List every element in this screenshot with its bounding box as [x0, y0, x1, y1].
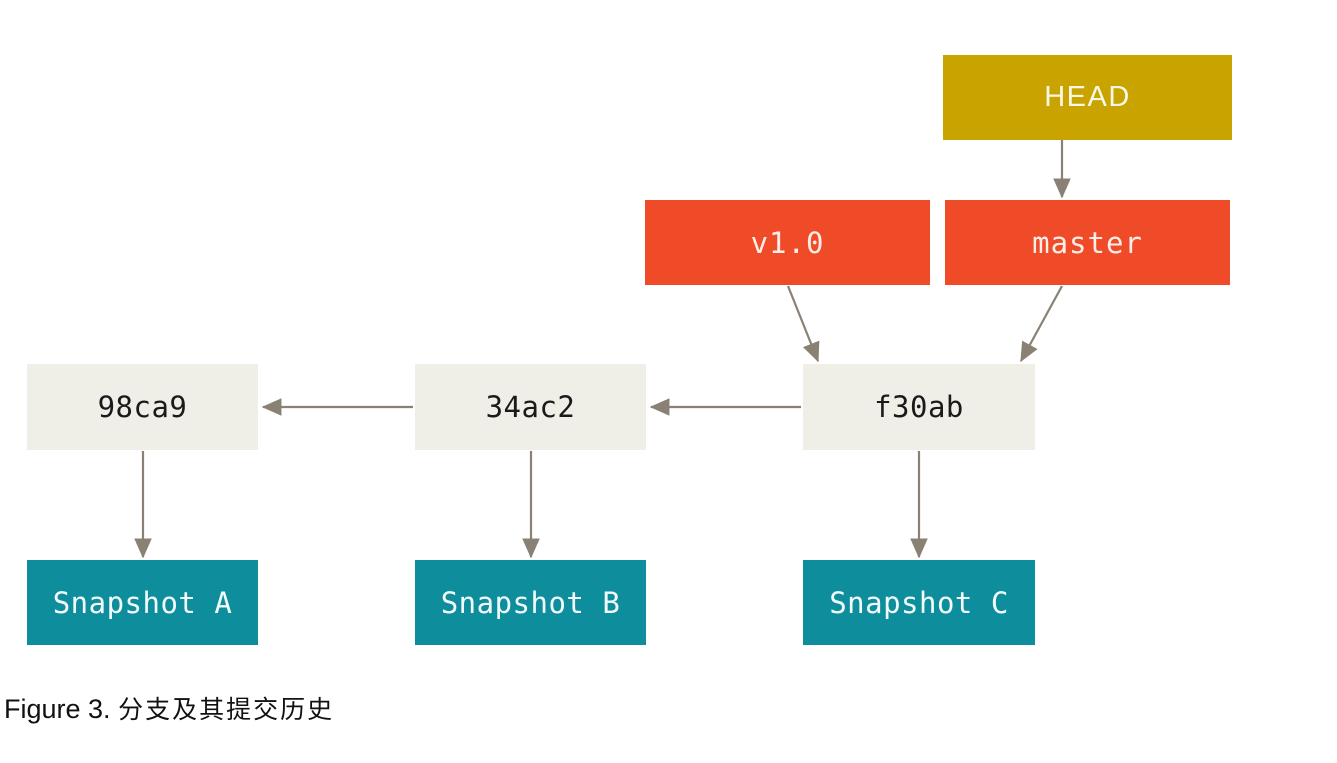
edge-master-to-f30ab — [1020, 285, 1063, 363]
node-head[interactable]: HEAD — [943, 55, 1232, 140]
node-head-label: HEAD — [1044, 81, 1131, 113]
node-commit-34ac2-label: 34ac2 — [485, 390, 576, 424]
node-branch-master[interactable]: master — [945, 200, 1230, 285]
node-snapshot-c-label: Snapshot C — [829, 585, 1009, 620]
node-commit-34ac2[interactable]: 34ac2 — [415, 364, 646, 450]
node-snapshot-b-label: Snapshot B — [440, 585, 621, 620]
node-tag-v1-0-label: v1.0 — [750, 225, 825, 260]
node-commit-98ca9[interactable]: 98ca9 — [27, 364, 258, 450]
node-branch-master-label: master — [1032, 225, 1143, 260]
node-tag-v1-0[interactable]: v1.0 — [645, 200, 930, 285]
node-snapshot-a-label: Snapshot A — [52, 585, 233, 620]
figure-caption-prefix: Figure 3. — [4, 694, 111, 724]
figure-caption: Figure 3. 分支及其提交历史 — [4, 690, 334, 726]
edge-v1-to-f30ab — [786, 285, 820, 363]
node-commit-98ca9-label: 98ca9 — [97, 390, 188, 424]
node-commit-f30ab[interactable]: f30ab — [803, 364, 1035, 450]
node-snapshot-a[interactable]: Snapshot A — [27, 560, 258, 645]
node-snapshot-b[interactable]: Snapshot B — [415, 560, 646, 645]
node-commit-f30ab-label: f30ab — [874, 390, 964, 424]
figure-caption-text: 分支及其提交历史 — [118, 695, 335, 724]
node-snapshot-c[interactable]: Snapshot C — [803, 560, 1035, 645]
